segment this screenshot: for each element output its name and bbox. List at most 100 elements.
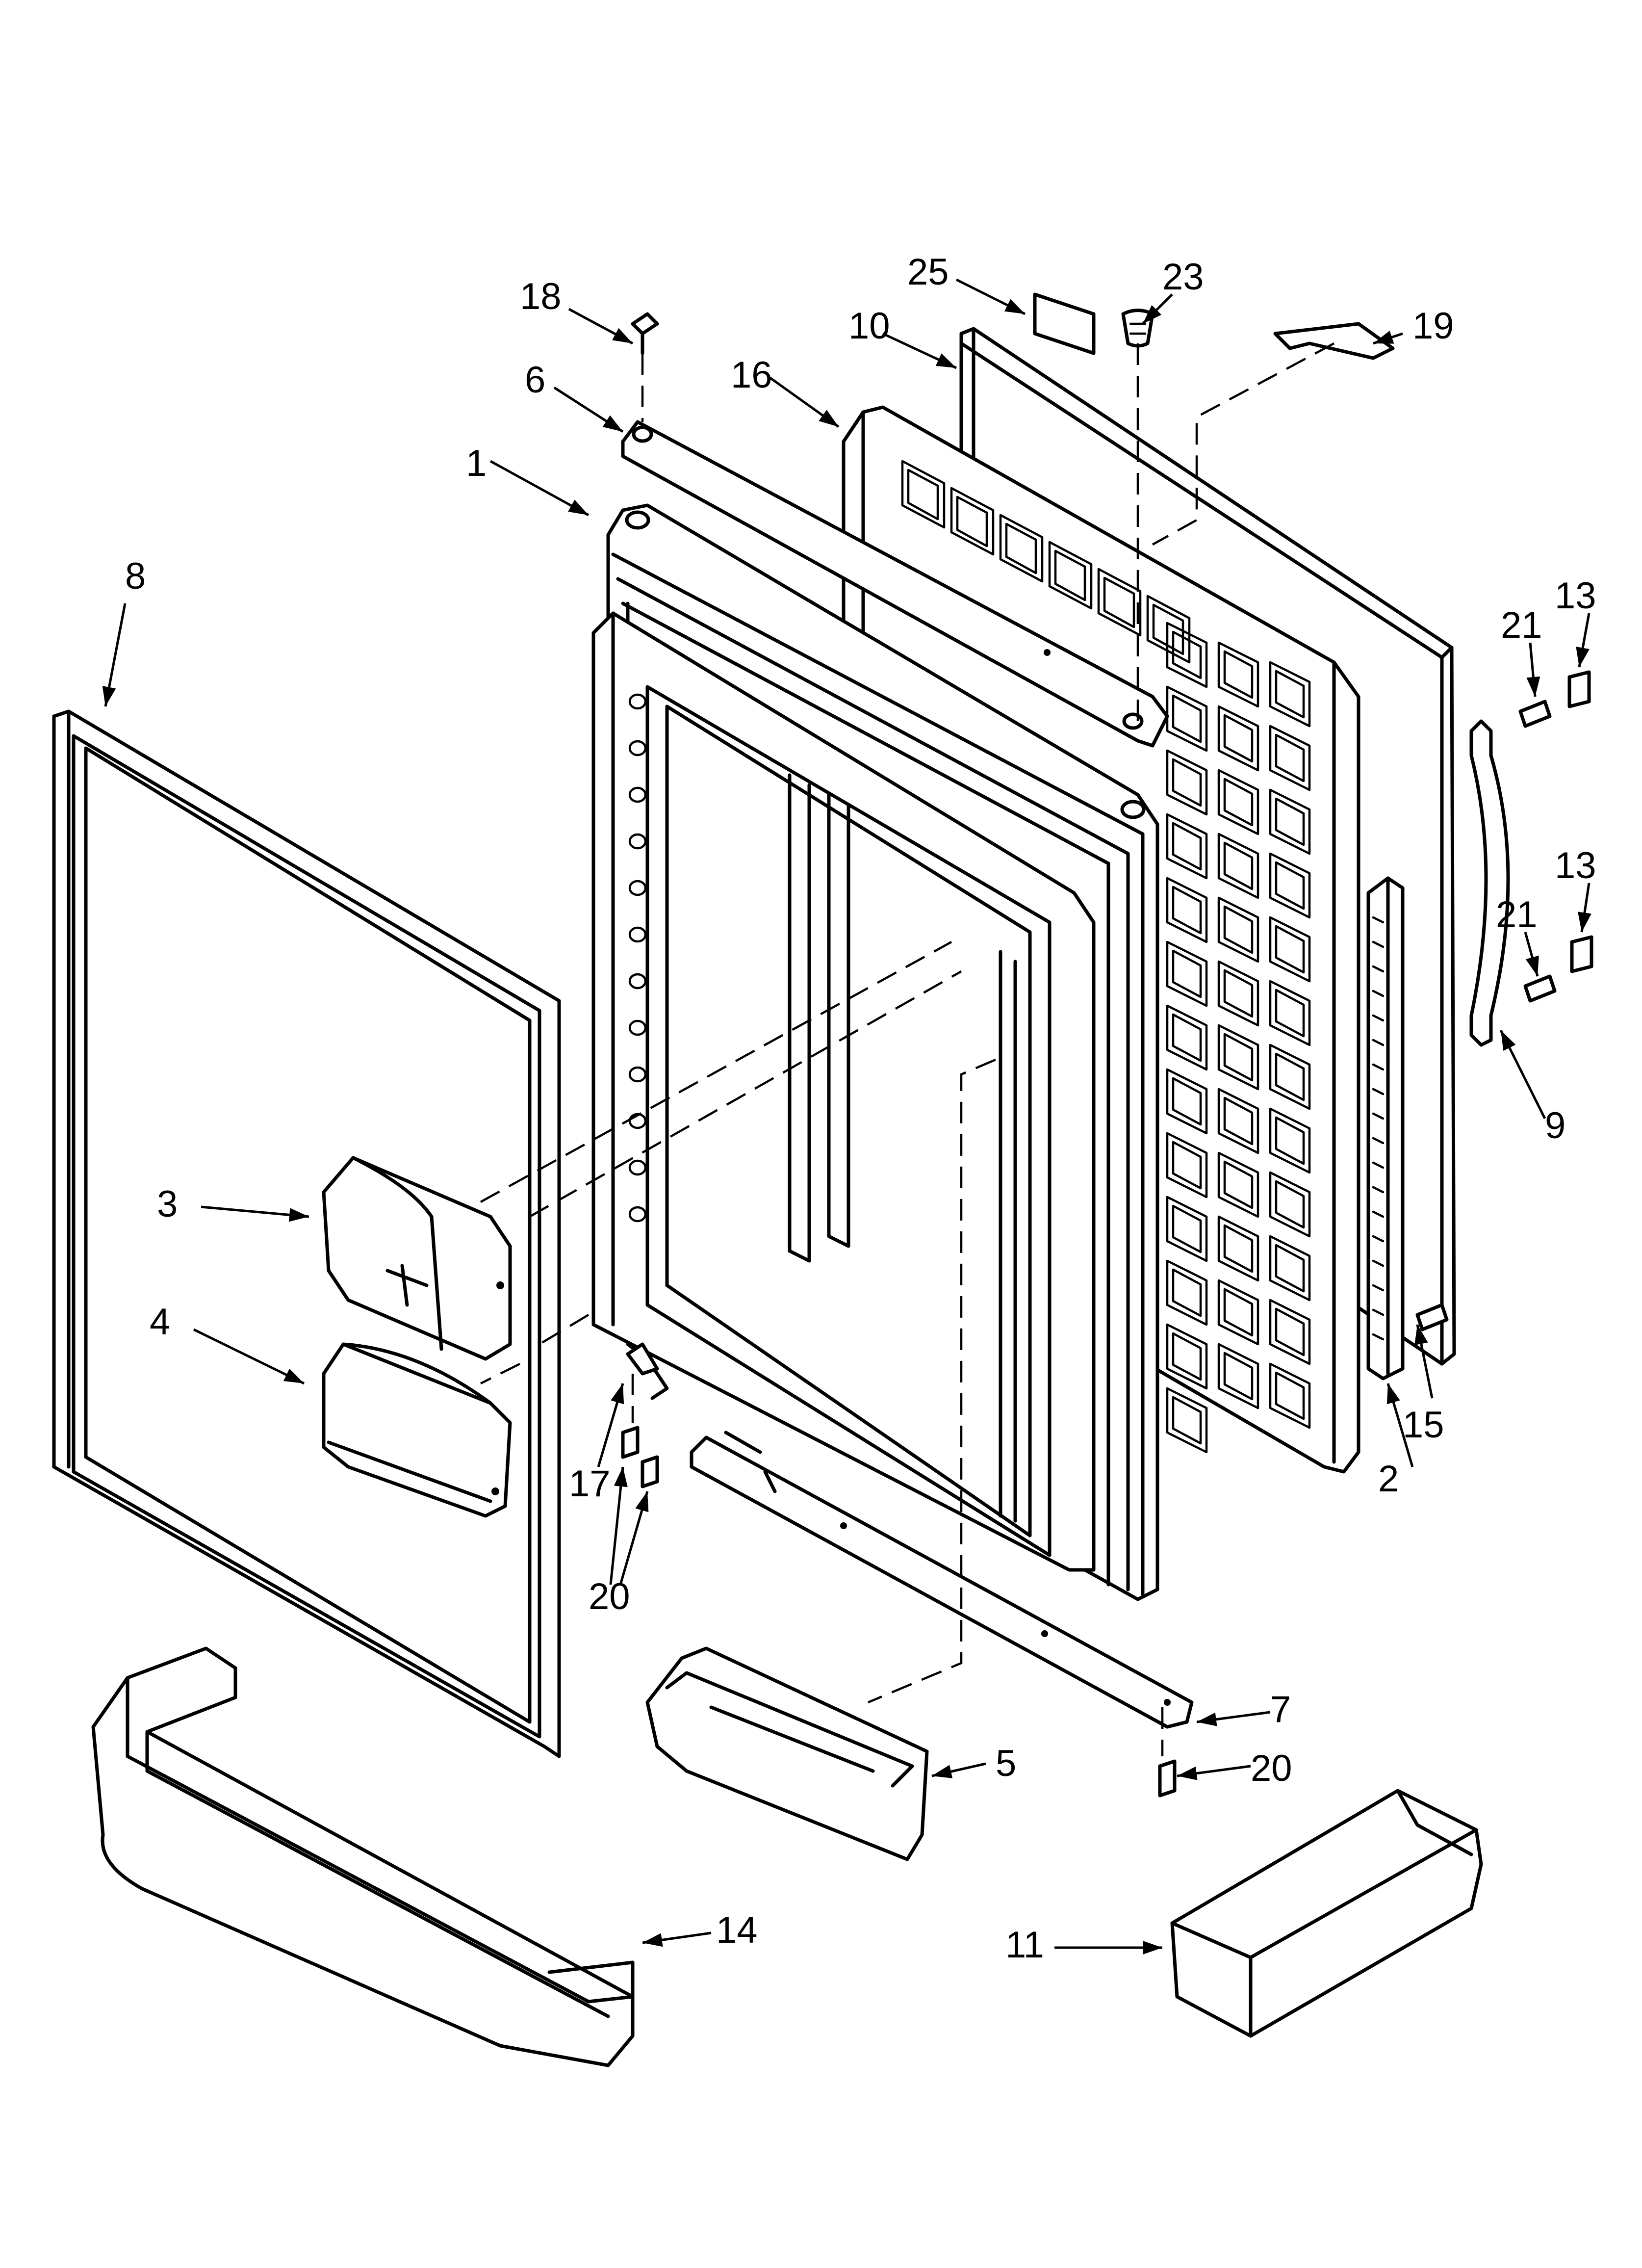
foam-cell: [1217, 1088, 1259, 1154]
stop-tick: [1372, 1088, 1385, 1095]
stop-tick: [1372, 1063, 1385, 1071]
foam-cell: [1217, 833, 1259, 899]
assembly-lines: [480, 339, 1335, 1756]
part-25-label: [1033, 292, 1096, 355]
callout-23: 23: [1162, 256, 1204, 298]
stop-tick: [1372, 1284, 1385, 1292]
foam-cell: [1048, 541, 1093, 610]
foam-cell: [1166, 813, 1208, 880]
callout-21a: 21: [1501, 604, 1542, 646]
adjust-knob: [628, 1206, 647, 1223]
part-13-caps: [1567, 670, 1593, 973]
callout-13a: 13: [1555, 575, 1596, 617]
adjust-knob: [628, 693, 647, 710]
stop-tick: [1372, 916, 1385, 924]
part-15-screw: [1415, 1303, 1449, 1331]
foam-cell: [1269, 1107, 1311, 1174]
stop-tick: [1372, 1308, 1385, 1316]
leader-arrow: [931, 1762, 986, 1778]
callout-18: 18: [520, 276, 562, 317]
part-18-screw: [631, 312, 659, 355]
leader-arrow: [489, 460, 590, 517]
leader-arrow: [553, 386, 624, 433]
adjust-knob: [628, 833, 647, 850]
leader-arrow: [1524, 932, 1539, 977]
callout-21b: 21: [1496, 894, 1538, 936]
callout-5: 5: [996, 1743, 1016, 1784]
leader-arrow: [1576, 613, 1591, 668]
callout-labels: 1 2 3 4 5 6 7 8 9 10 11 13 13 14 15 16 1…: [125, 251, 1596, 1966]
callout-1: 1: [466, 443, 487, 484]
leader-arrow: [955, 278, 1026, 315]
foam-cell: [1217, 1151, 1259, 1218]
leader-arrow: [597, 1383, 624, 1467]
foam-cell: [1269, 1299, 1311, 1365]
stop-tick: [1372, 1137, 1385, 1145]
part-14-shelf-bin: [91, 1646, 635, 2067]
foam-cell: [1217, 1279, 1259, 1346]
foam-cell: [1146, 595, 1191, 664]
leader-arrow: [102, 603, 127, 707]
leader-arrow: [201, 1205, 309, 1222]
callout-14: 14: [716, 1909, 758, 1951]
callout-15: 15: [1403, 1404, 1444, 1446]
foam-cell: [1166, 1196, 1208, 1262]
leader-arrow: [642, 1931, 712, 1947]
foam-cell: [1269, 661, 1311, 728]
foam-cell: [901, 460, 946, 529]
foam-cell: [1269, 1043, 1311, 1110]
foam-cell: [1166, 749, 1208, 816]
callout-9: 9: [1545, 1105, 1565, 1147]
foam-cell: [1166, 1132, 1208, 1199]
foam-cell: [1217, 896, 1259, 963]
callout-3: 3: [157, 1183, 178, 1225]
leader-arrow: [1499, 1029, 1546, 1120]
foam-cell: [1217, 641, 1259, 708]
foam-cell: [1217, 705, 1259, 772]
foam-cell: [1217, 769, 1259, 835]
callout-16: 16: [731, 354, 772, 396]
part-6-top-hinge: [621, 420, 1169, 748]
foam-cell: [1166, 1068, 1208, 1135]
callout-20a: 20: [589, 1576, 630, 1617]
part-3-dairy-door: [322, 1156, 512, 1361]
leader-arrow: [769, 376, 840, 428]
foam-cell: [1217, 1343, 1259, 1409]
callout-19: 19: [1412, 305, 1454, 347]
part-7-bottom-hinge: [690, 1431, 1194, 1729]
callout-6: 6: [525, 359, 545, 401]
leader-arrow: [882, 332, 957, 369]
callout-20b: 20: [1251, 1747, 1292, 1789]
leader-arrow: [568, 308, 634, 345]
foam-cell: [1269, 1171, 1311, 1238]
foam-cell: [1269, 1235, 1311, 1302]
stop-tick: [1372, 1161, 1385, 1169]
adjust-knob: [628, 880, 647, 896]
foam-cell: [1217, 1024, 1259, 1091]
leader-arrow: [1142, 293, 1173, 325]
stop-tick: [1372, 1333, 1385, 1341]
leader-arrow: [619, 1491, 649, 1585]
foam-cell: [1269, 725, 1311, 791]
foam-cell: [1269, 980, 1311, 1046]
leader-arrow: [1196, 1711, 1271, 1726]
stop-tick: [1372, 1235, 1385, 1243]
part-1-inner-liner-frame: [591, 611, 1096, 1572]
foam-cell: [1269, 788, 1311, 855]
leader-arrow: [1578, 883, 1591, 933]
callout-17: 17: [569, 1463, 611, 1505]
stop-tick: [1372, 1210, 1385, 1218]
adjust-knob: [628, 1019, 647, 1036]
leader-arrow: [1177, 1765, 1251, 1780]
foam-cell: [1166, 877, 1208, 943]
leader-arrow: [1054, 1941, 1162, 1955]
callout-4: 4: [150, 1301, 170, 1343]
stop-tick: [1372, 1186, 1385, 1194]
stop-tick: [1372, 990, 1385, 997]
part-20-screws: [621, 1426, 1177, 1798]
leader-arrow: [1373, 331, 1403, 345]
leader-arrow: [1526, 642, 1540, 697]
stop-tick: [1372, 1039, 1385, 1046]
callout-13b: 13: [1555, 845, 1596, 886]
